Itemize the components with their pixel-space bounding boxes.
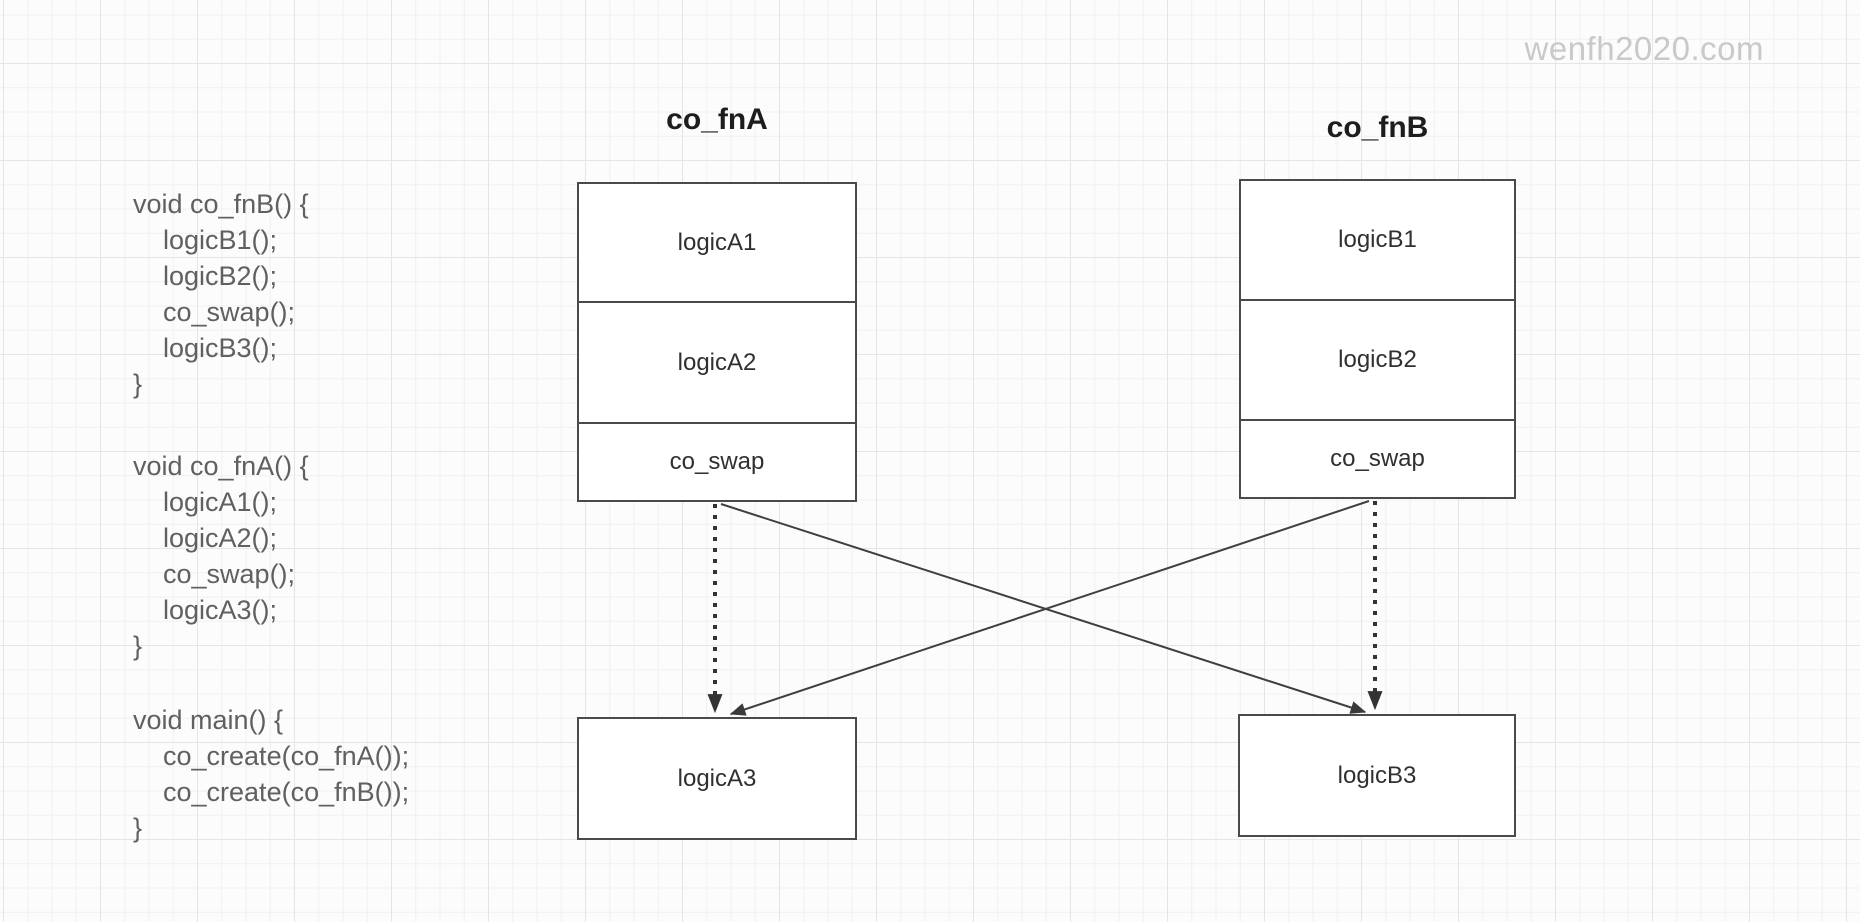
- code-line: void co_fnA() {: [133, 451, 309, 481]
- code-line: void main() {: [133, 705, 284, 735]
- box-logicA2: logicA2: [577, 301, 857, 424]
- box-logicB2: logicB2: [1239, 299, 1516, 421]
- code-line: co_create(co_fnA());: [133, 741, 410, 771]
- column-title-co_fnA: co_fnA: [666, 103, 768, 136]
- code-block-co_fnB: void co_fnB() { logicB1(); logicB2(); co…: [133, 186, 309, 402]
- code-line: co_swap();: [133, 297, 296, 327]
- box-logicA3: logicA3: [577, 717, 857, 840]
- code-line: logicB3();: [133, 333, 278, 363]
- code-line: co_create(co_fnB());: [133, 777, 410, 807]
- code-line: logicA1();: [133, 487, 278, 517]
- code-line: }: [133, 369, 143, 399]
- code-line: void co_fnB() {: [133, 189, 309, 219]
- arrow-co_fnB-to-logicA3: [729, 500, 1370, 716]
- box-logicB1: logicB1: [1239, 179, 1516, 301]
- code-line: co_swap();: [133, 559, 296, 589]
- code-line: }: [133, 813, 143, 843]
- box-co_swap-A: co_swap: [577, 422, 857, 502]
- code-block-co_fnA: void co_fnA() { logicA1(); logicA2(); co…: [133, 448, 309, 664]
- watermark: wenfh2020.com: [1524, 30, 1764, 67]
- box-co_swap-B: co_swap: [1239, 419, 1516, 499]
- box-logicA1: logicA1: [577, 182, 857, 303]
- code-line: }: [133, 631, 143, 661]
- code-line: logicA2();: [133, 523, 278, 553]
- column-title-co_fnB: co_fnB: [1326, 111, 1429, 144]
- code-line: logicA3();: [133, 595, 278, 625]
- code-block-main: void main() { co_create(co_fnA()); co_cr…: [133, 702, 409, 846]
- code-line: logicB1();: [133, 225, 278, 255]
- arrow-co_fnA-to-logicB3: [720, 503, 1367, 714]
- box-logicB3: logicB3: [1238, 714, 1516, 837]
- code-line: logicB2();: [133, 261, 278, 291]
